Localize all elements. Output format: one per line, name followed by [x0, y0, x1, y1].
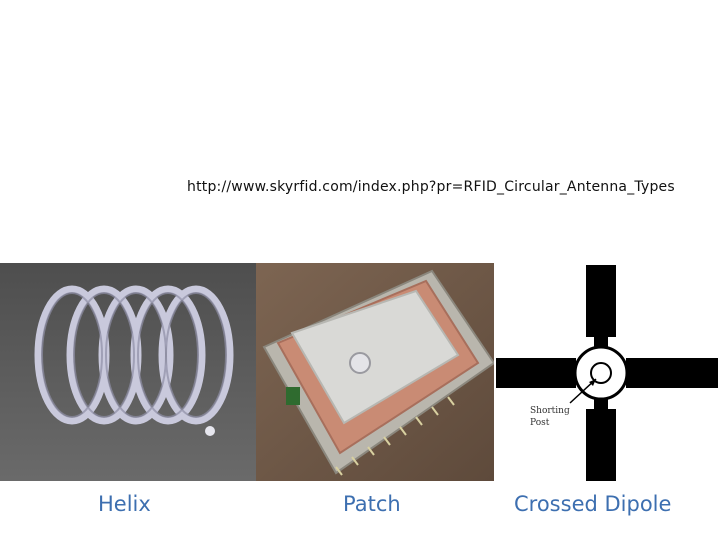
- shorting-label-line1: Shorting: [530, 406, 570, 416]
- helix-caption: Helix: [98, 492, 151, 516]
- helix-antenna-image: [0, 263, 256, 481]
- shorting-label-line2: Post: [530, 418, 550, 428]
- crossed-dipole-caption: Crossed Dipole: [514, 492, 672, 516]
- patch-caption: Patch: [343, 492, 401, 516]
- crossed-dipole-diagram: Shorting Post: [494, 263, 720, 481]
- patch-antenna-image: [256, 263, 494, 481]
- source-url-text: http://www.skyrfid.com/index.php?pr=RFID…: [187, 179, 675, 195]
